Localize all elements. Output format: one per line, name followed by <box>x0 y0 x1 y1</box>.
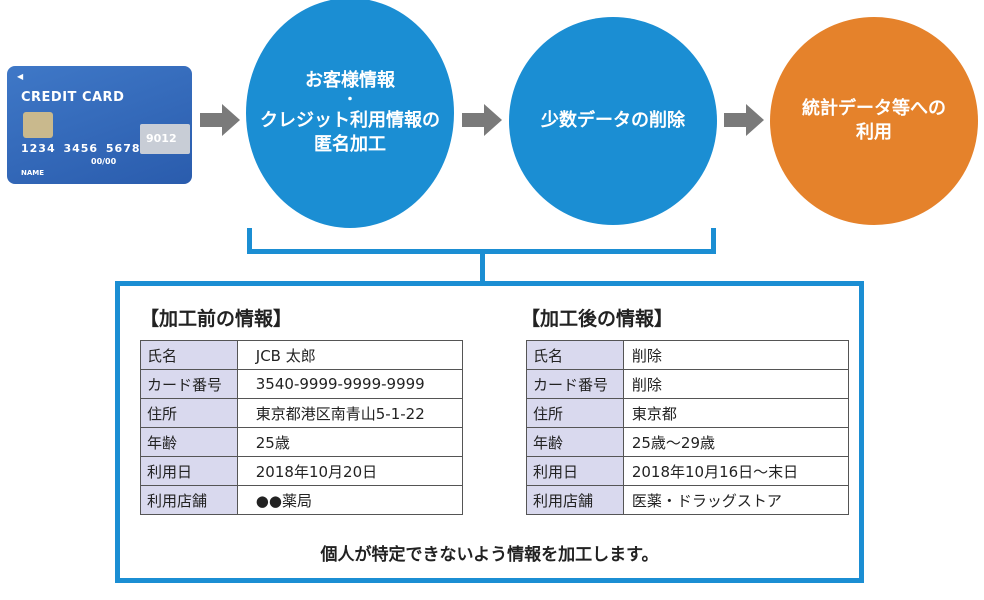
table-row: 利用店舗●●薬局 <box>140 485 464 515</box>
card-chip-icon <box>23 112 53 138</box>
row-label: 利用店舗 <box>140 485 238 515</box>
row-label: 住所 <box>526 398 624 428</box>
step1-line3: 匿名加工 <box>314 133 386 155</box>
step3-line2: 利用 <box>856 122 892 143</box>
credit-card-image: ◀ CREDIT CARD 1234 3456 5678 9012 00/00 … <box>7 66 192 184</box>
row-value: 削除 <box>622 340 850 370</box>
footer-note: 個人が特定できないよう情報を加工します。 <box>320 545 659 565</box>
row-value: JCB 太郎 <box>236 340 464 370</box>
step3-line1: 統計データ等への <box>802 97 946 119</box>
row-label: 年齢 <box>526 427 624 457</box>
before-title: 【加工前の情報】 <box>140 308 293 330</box>
card-number-last: 9012 <box>146 132 177 145</box>
row-label: 年齢 <box>140 427 238 457</box>
row-value: 3540-9999-9999-9999 <box>236 369 464 399</box>
bracket-stem <box>480 249 485 283</box>
card-title: CREDIT CARD <box>21 90 125 105</box>
card-expiry: 00/00 <box>91 157 117 166</box>
step1-dot: ・ <box>343 92 357 109</box>
row-label: 利用日 <box>526 456 624 486</box>
card-arrow-icon: ◀ <box>17 72 24 81</box>
card-hologram: 9012 <box>140 124 190 154</box>
card-name: NAME <box>21 169 45 177</box>
row-value: 2018年10月20日 <box>236 456 464 486</box>
row-label: カード番号 <box>140 369 238 399</box>
row-value: 東京都 <box>622 398 850 428</box>
flow-arrow-icon <box>724 104 764 136</box>
row-label: 住所 <box>140 398 238 428</box>
table-row: 住所東京都港区南青山5-1-22 <box>140 398 464 428</box>
row-value: 削除 <box>622 369 850 399</box>
bracket-right <box>711 228 716 254</box>
table-row: 利用店舗医薬・ドラッグストア <box>526 485 850 515</box>
row-label: 利用日 <box>140 456 238 486</box>
table-row: 氏名削除 <box>526 340 850 370</box>
row-label: カード番号 <box>526 369 624 399</box>
step-anonymize-circle: お客様情報 ・ クレジット利用情報の 匿名加工 <box>246 0 454 228</box>
step1-line2: クレジット利用情報の <box>260 109 440 131</box>
flow-arrow-icon <box>462 104 502 136</box>
row-value: 25歳～29歳 <box>622 427 850 457</box>
row-label: 氏名 <box>140 340 238 370</box>
row-value: ●●薬局 <box>236 485 464 515</box>
row-value: 2018年10月16日～末日 <box>622 456 850 486</box>
step-delete-circle: 少数データの削除 <box>509 17 717 225</box>
step2-label: 少数データの削除 <box>541 109 685 131</box>
bracket-left <box>247 228 252 254</box>
row-value: 医薬・ドラッグストア <box>622 485 850 515</box>
row-label: 氏名 <box>526 340 624 370</box>
card-number: 1234 3456 5678 <box>21 142 141 155</box>
step1-line1: お客様情報 <box>305 69 395 91</box>
step-statistics-circle: 統計データ等への 利用 <box>770 17 978 225</box>
after-title: 【加工後の情報】 <box>521 308 674 330</box>
flow-arrow-icon <box>200 104 240 136</box>
table-row: 住所東京都 <box>526 398 850 428</box>
table-row: カード番号削除 <box>526 369 850 399</box>
row-label: 利用店舗 <box>526 485 624 515</box>
row-value: 25歳 <box>236 427 464 457</box>
row-value: 東京都港区南青山5-1-22 <box>236 398 464 428</box>
